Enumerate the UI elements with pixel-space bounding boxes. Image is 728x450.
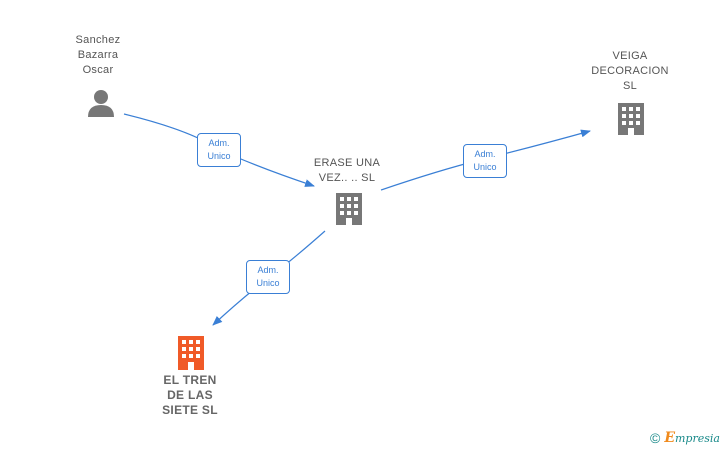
edge-label-person-erase[interactable]: Adm. Unico — [197, 133, 241, 167]
edge-label-erase-veiga[interactable]: Adm. Unico — [463, 144, 507, 178]
brand-name: mpresia — [675, 432, 720, 445]
edge-label-erase-tren[interactable]: Adm. Unico — [246, 260, 290, 294]
person-icon[interactable] — [86, 88, 116, 118]
copyright-symbol: © — [650, 430, 661, 446]
building-icon-highlight[interactable] — [175, 334, 207, 370]
brand-logo: Empresia — [664, 430, 720, 446]
node-label-person[interactable]: Sanchez Bazarra Oscar — [75, 34, 121, 76]
building-icon[interactable] — [333, 191, 365, 225]
footer-brand: © Empresia — [650, 430, 720, 446]
node-label-tren[interactable]: EL TREN DE LAS SIETE SL — [162, 373, 218, 417]
node-label-erase[interactable]: ERASE UNA VEZ.. .. SL — [313, 157, 381, 184]
building-icon[interactable] — [615, 101, 647, 135]
node-label-veiga[interactable]: VEIGA DECORACION SL — [591, 50, 669, 92]
brand-initial: E — [664, 430, 675, 446]
